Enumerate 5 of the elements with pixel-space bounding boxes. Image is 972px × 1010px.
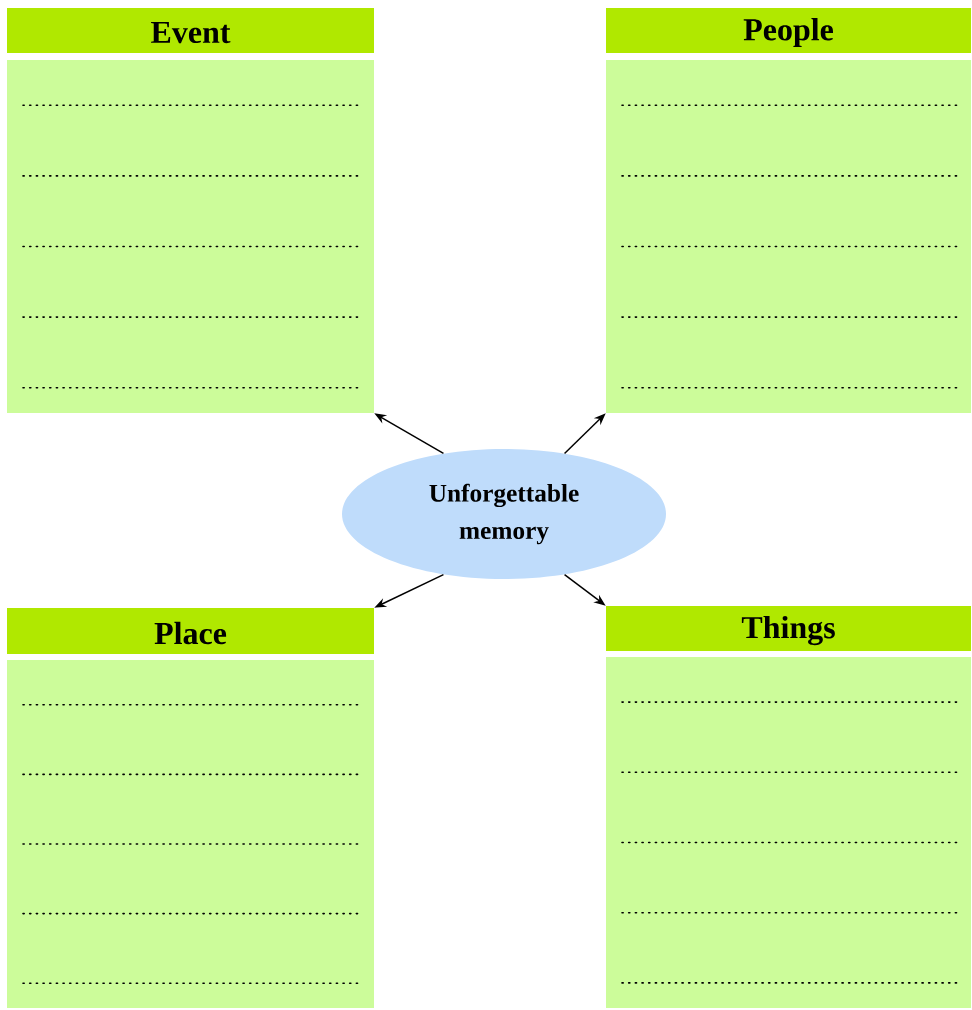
panel-heading: People — [743, 18, 833, 47]
arrow — [563, 413, 606, 455]
panel-heading: Things — [741, 615, 835, 646]
panel-heading: Place — [154, 621, 227, 645]
panel-heading: Event — [151, 21, 231, 44]
